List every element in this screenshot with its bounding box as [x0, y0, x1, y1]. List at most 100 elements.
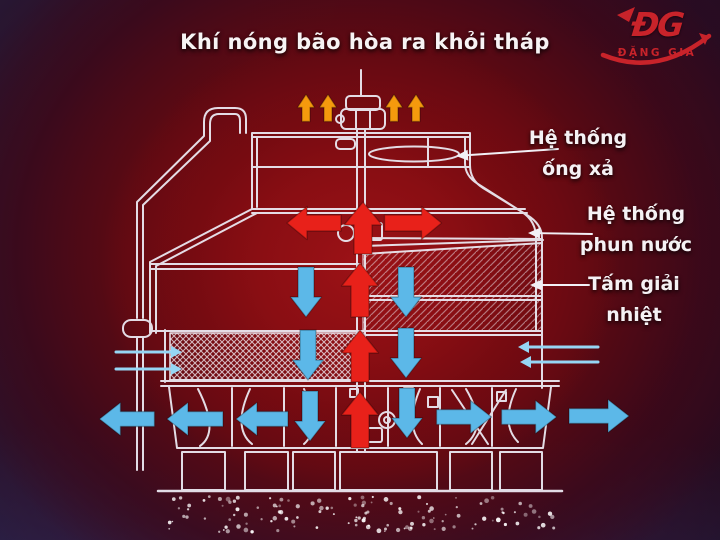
ground-speckle	[417, 510, 420, 513]
hot-water-arrow	[343, 201, 383, 255]
ground-speckle	[178, 496, 183, 500]
ground-speckle	[348, 497, 352, 501]
ground-speckle	[425, 502, 429, 506]
ground-speckle	[243, 527, 249, 533]
exhaust-pointer-arrow-head	[456, 149, 469, 161]
ground-speckle	[332, 513, 335, 516]
ground-speckle	[310, 501, 315, 506]
hot-water-arrow	[340, 262, 380, 318]
cold-air-in-arrow	[500, 399, 558, 435]
cold-air-in-arrow	[389, 266, 423, 318]
callout-line: phun nước	[579, 234, 693, 256]
hot-air-out-arrow	[296, 93, 316, 123]
airflow-arrows	[98, 93, 630, 449]
fan-motor	[335, 95, 386, 130]
callout-fill-sheets: Tấm giải nhiệt	[569, 269, 699, 331]
louver-air-arrow-head	[171, 346, 182, 358]
ground-speckle	[250, 530, 254, 534]
ground-speckle	[278, 504, 282, 508]
logo-company-name: ĐẶNG GIA	[617, 47, 697, 59]
ground-speckle	[479, 502, 483, 505]
ground-speckle	[218, 530, 221, 533]
hot-air-out-arrow	[384, 93, 404, 123]
ground-speckle	[279, 497, 284, 502]
ground-speckle	[537, 526, 541, 530]
ground-speckle	[523, 512, 528, 517]
spray-pointer-arrow-head	[528, 227, 541, 239]
ground-speckle	[171, 520, 174, 523]
brand-logo: ĐG ĐẶNG GIA	[595, 3, 719, 69]
deck-hatch-handle	[335, 138, 356, 150]
callout-line: ống xả	[542, 158, 614, 180]
ground-speckle	[515, 521, 520, 526]
ground-speckle	[383, 530, 386, 533]
ground-speckle	[171, 497, 176, 501]
ground-speckle	[370, 501, 373, 504]
ground-speckle	[276, 529, 280, 533]
ground-speckle	[386, 523, 390, 527]
ground-speckle	[203, 517, 207, 520]
ground-speckle	[235, 495, 240, 500]
ground-speckle	[528, 504, 533, 508]
ground-speckle	[287, 499, 290, 502]
fill-mesh-band	[169, 332, 364, 381]
ground-speckle	[491, 519, 494, 522]
ground-speckle	[360, 495, 365, 500]
ground-speckle	[270, 519, 273, 523]
ground-speckle	[395, 527, 401, 533]
cold-air-in-arrow	[166, 401, 224, 437]
ground-speckle	[376, 528, 382, 534]
ground-speckle	[444, 513, 447, 516]
ground-speckle	[427, 509, 431, 513]
ground-speckle	[319, 505, 324, 511]
spray-fill-hatch	[362, 242, 543, 332]
ground-speckle	[482, 516, 487, 521]
ground-speckle	[228, 518, 232, 521]
ground-speckle	[228, 500, 232, 504]
ground-speckle	[484, 498, 489, 504]
ground-speckle	[429, 518, 434, 524]
louver-air-arrow-head	[518, 341, 529, 353]
hot-water-arrow	[340, 391, 380, 449]
ground-speckle	[389, 501, 393, 506]
ground-speckle	[236, 524, 241, 529]
ground-speckle	[540, 522, 546, 528]
ground-speckle	[383, 497, 389, 502]
ground-speckle	[501, 511, 504, 514]
callout-exhaust-system: Hệ thống ống xả	[513, 123, 643, 185]
ground-speckle	[407, 526, 413, 531]
ground-speckle	[293, 525, 296, 528]
ground-speckle	[318, 510, 322, 514]
page-title: Khí nóng bão hòa ra khỏi tháp	[180, 30, 550, 54]
callout-line: Hệ thống	[586, 203, 686, 225]
callout-line: Hệ thống	[528, 127, 628, 149]
ground-speckle	[225, 529, 230, 534]
spray-pointer-arrow	[538, 232, 593, 235]
tower-linework	[122, 69, 564, 493]
ground-speckle	[354, 518, 358, 523]
ground-speckle	[207, 495, 211, 498]
ground-speckle	[422, 523, 426, 527]
ground-speckle	[474, 523, 477, 526]
ground-speckle	[441, 526, 446, 532]
hot-air-out-arrow	[406, 93, 426, 123]
ground-speckle	[317, 498, 322, 503]
ground-speckle	[168, 527, 171, 530]
ground-speckle	[513, 511, 516, 514]
ground-speckle	[417, 495, 422, 500]
ground-speckle	[432, 517, 435, 519]
ground-speckle	[398, 509, 403, 515]
callout-line: Tấm giải	[588, 273, 680, 295]
ground-speckle	[353, 503, 357, 507]
tower-casing	[149, 132, 543, 389]
callout-pointer-arrows	[456, 148, 593, 291]
ground-speckle	[272, 516, 278, 521]
ground-speckle	[547, 511, 553, 516]
ground-speckle	[518, 501, 522, 506]
ground-speckle	[325, 506, 329, 510]
ground-speckle	[361, 503, 365, 508]
ground-speckle	[550, 514, 555, 520]
ground-speckle	[495, 517, 501, 523]
ground-speckle	[330, 506, 334, 510]
